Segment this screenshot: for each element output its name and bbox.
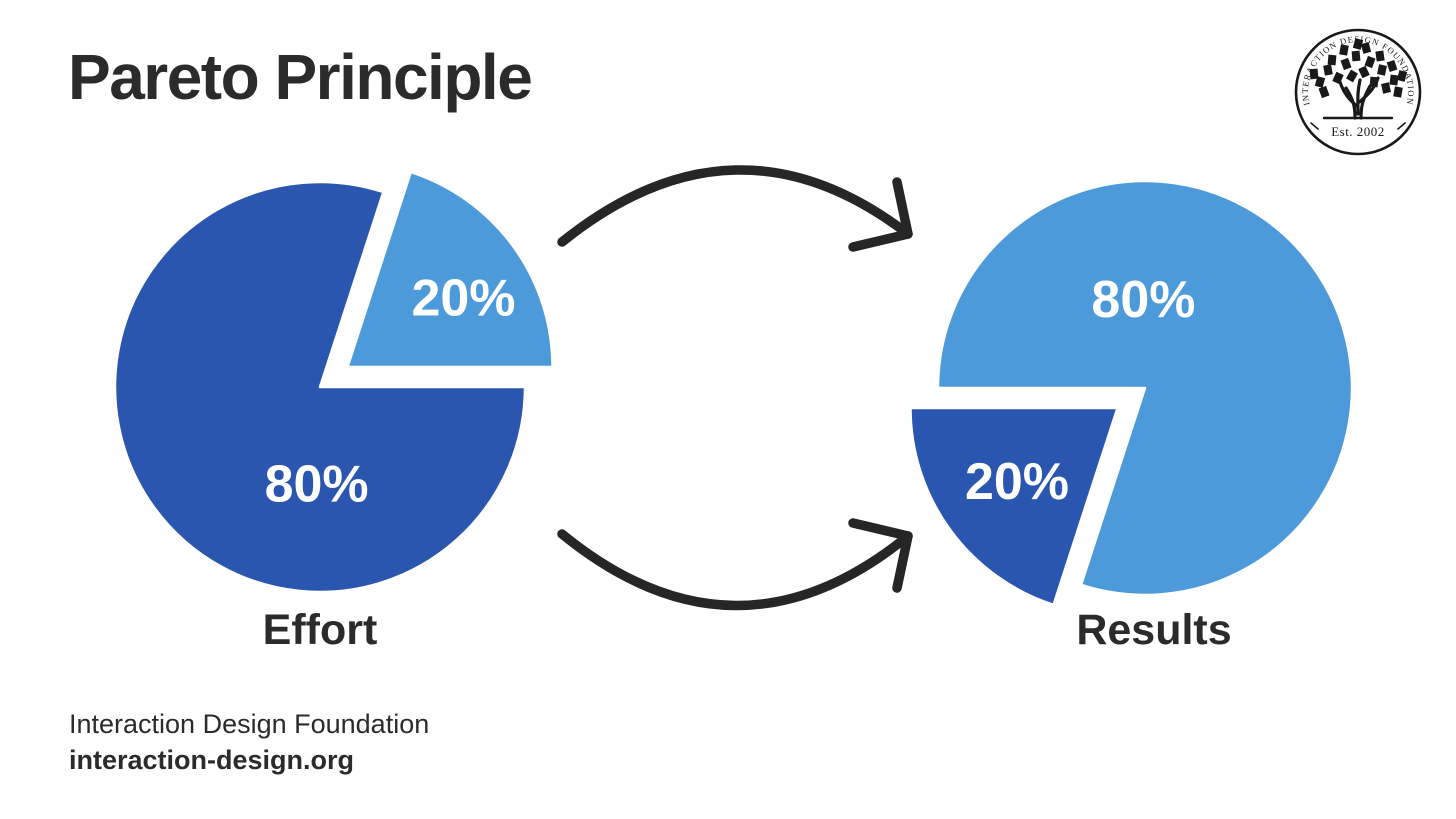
page-title: Pareto Principle [68,41,533,113]
arrow-bottom-icon [557,529,913,611]
effort-label: Effort [262,606,378,654]
pie-slice-label: 20% [965,453,1069,511]
footer-website: interaction-design.org [69,745,355,775]
pie-slice-label: 80% [265,455,369,513]
arrow-top-icon [557,165,913,247]
pie-chart-results: 80% 20% [909,179,1354,607]
arrow-bottom-head-icon [848,518,913,593]
logo-tree-icon [1309,38,1408,130]
pie-slice-80 [113,180,527,594]
idf-logo: INTERACTION DESIGN FOUNDATION [1294,28,1422,156]
arrow-top-head-icon [848,177,913,252]
footer-org-name: Interaction Design Foundation [69,709,430,739]
results-label: Results [1076,606,1232,654]
pie-slice-20 [346,170,554,369]
pie-slice-20 [909,406,1119,607]
pie-chart-effort: 80% 20% [113,170,554,594]
pie-slice-label: 20% [411,269,515,327]
pie-slice-80 [936,179,1354,597]
logo-est-text: Est. 2002 [1331,124,1385,139]
logo-flourish-icon [1310,122,1406,130]
pie-slice-label: 80% [1091,271,1195,329]
footer: Interaction Design Foundation interactio… [69,706,429,778]
